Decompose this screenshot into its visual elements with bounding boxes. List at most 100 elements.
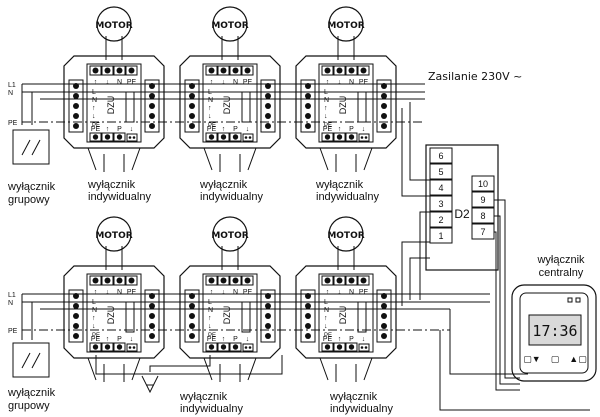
- d2-label: D2: [454, 207, 470, 221]
- group-switch-top[interactable]: [12, 129, 50, 165]
- terminal-screw: [189, 313, 195, 319]
- terminal-screw: [381, 303, 387, 309]
- d2-terminal: [429, 195, 453, 212]
- n-label-top: N: [8, 90, 13, 97]
- terminal-label: ↓: [246, 336, 250, 343]
- dzu-housing: [295, 265, 397, 359]
- terminal-label: P: [349, 126, 354, 133]
- terminal-label: ↓: [222, 79, 226, 86]
- terminal-label: ↑: [92, 105, 96, 112]
- timer-button-stop[interactable]: ▢: [551, 354, 560, 364]
- terminal-screw: [116, 344, 123, 350]
- d2-terminal: [429, 147, 453, 164]
- pe-label-bottom: PE: [8, 328, 18, 335]
- terminal-label: PE: [359, 289, 369, 296]
- terminal-label: ↓: [222, 289, 226, 296]
- d2-terminal-label: 6: [438, 151, 443, 161]
- terminal-screw: [336, 344, 343, 350]
- terminal-screw: [116, 277, 123, 284]
- terminal-label: L: [324, 299, 328, 306]
- terminal-screw: [149, 103, 155, 109]
- terminal-screw: [189, 103, 195, 109]
- timer-time: 17:36: [532, 322, 577, 340]
- terminal-screw: [149, 323, 155, 329]
- terminal-label: PE: [208, 333, 216, 339]
- terminal-label: PE: [207, 336, 217, 343]
- terminal-label: N: [117, 79, 122, 86]
- d2-terminal: [429, 179, 453, 196]
- terminal-screw: [265, 303, 271, 309]
- terminal-label: ↑: [222, 126, 226, 133]
- terminal-screw: [244, 277, 251, 284]
- motor-label: MOTOR: [95, 21, 132, 31]
- terminal-label: PE: [91, 336, 101, 343]
- motor-icon: [328, 6, 364, 42]
- terminal-screw: [149, 83, 155, 89]
- terminal-screw: [73, 313, 79, 319]
- group-switch-bottom[interactable]: [12, 342, 50, 378]
- terminal-label: L: [208, 89, 212, 96]
- terminal-screw: [149, 123, 155, 129]
- motor-icon: [96, 216, 132, 252]
- terminal-label: ↑: [106, 336, 110, 343]
- terminal-screw: [149, 303, 155, 309]
- terminal-screw: [149, 93, 155, 99]
- terminal-screw: [381, 293, 387, 299]
- timer-button-down[interactable]: ▢▼: [523, 354, 540, 364]
- bottom-wiring: [21, 241, 590, 411]
- terminal-label: ↓: [106, 79, 110, 86]
- terminal-screw: [336, 67, 343, 74]
- central-timer-switch[interactable]: 17:36 ▢▼ ▢ ▲▢: [511, 284, 597, 382]
- terminal-screw: [92, 134, 99, 140]
- d2-terminal: [471, 223, 495, 240]
- terminal-screw: [73, 83, 79, 89]
- terminal-label: P: [349, 336, 354, 343]
- terminal-screw: [244, 67, 251, 74]
- terminal-label: ↓: [130, 126, 134, 133]
- dzu-label: DZU: [222, 306, 232, 325]
- terminal-screw: [116, 134, 123, 140]
- motor-label: MOTOR: [211, 21, 248, 31]
- terminal-label: N: [349, 79, 354, 86]
- terminal-screw: [104, 134, 111, 140]
- terminal-label: N: [324, 307, 329, 314]
- terminal-screw: [265, 293, 271, 299]
- terminal-screw: [381, 113, 387, 119]
- terminal-screw: [336, 277, 343, 284]
- terminal-label: P: [233, 126, 238, 133]
- terminal-label: ↓: [324, 113, 328, 120]
- motor-label: MOTOR: [327, 231, 364, 241]
- dzu-block: [318, 63, 374, 143]
- terminal-screw: [265, 93, 271, 99]
- terminal-label: N: [208, 97, 213, 104]
- terminal-screw: [149, 313, 155, 319]
- terminal-screw: [381, 83, 387, 89]
- terminal-label: PE: [324, 123, 332, 129]
- timer-button-up[interactable]: ▲▢: [569, 354, 586, 364]
- terminal-screw: [305, 83, 311, 89]
- terminal-label: P: [117, 336, 122, 343]
- terminal-label: ↓: [338, 79, 342, 86]
- terminal-screw: [305, 103, 311, 109]
- terminal-label: L: [92, 89, 96, 96]
- terminal-screw: [208, 67, 215, 74]
- terminal-screw: [73, 113, 79, 119]
- terminal-label: N: [92, 307, 97, 314]
- terminal-label: ↑: [208, 315, 212, 322]
- supply-label: Zasilanie 230V ~: [428, 70, 522, 83]
- d2-terminal-label: 8: [480, 211, 485, 221]
- terminal-label: PE: [92, 123, 100, 129]
- d2-terminal-label: 9: [480, 195, 485, 205]
- terminal-screw: [208, 344, 215, 350]
- terminal-screw: [104, 67, 111, 74]
- individual-switch-bottom[interactable]: [141, 375, 159, 394]
- terminal-label: ↓: [92, 113, 96, 120]
- dzu-block: [86, 63, 142, 143]
- terminal-screw: [73, 333, 79, 339]
- terminal-label: ↑: [92, 315, 96, 322]
